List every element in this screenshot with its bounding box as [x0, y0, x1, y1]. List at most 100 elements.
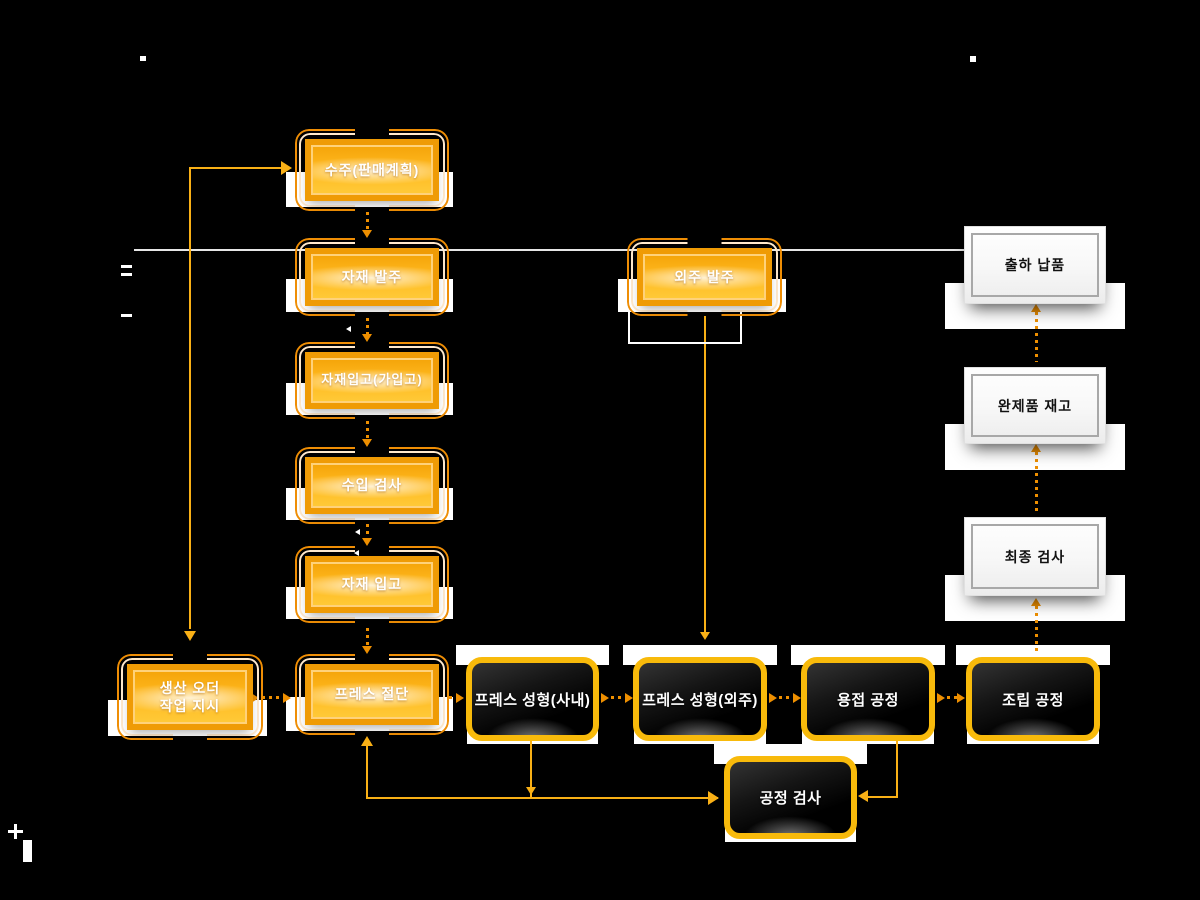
node-label: 프레스 성형(외주) — [642, 691, 758, 709]
frame-inner — [299, 242, 445, 312]
arrowhead-dotted-up2 — [1031, 444, 1041, 452]
dotted-sanae-to-oeju — [611, 696, 625, 699]
frame-inner — [631, 242, 778, 312]
arrowhead-dotted-5 — [362, 646, 372, 654]
node-wanjepum-jaego: 완제품 재고 — [945, 367, 1125, 470]
frame-outer — [295, 342, 449, 419]
tiny-marker-2 — [355, 529, 360, 535]
node-label: 외주 발주 — [674, 268, 735, 285]
connector-oeju-down — [704, 316, 706, 634]
arrowhead-dotted-h3b — [625, 693, 633, 703]
plus-icon — [8, 824, 23, 839]
node-jajae-ipgo-ga: 자재입고(가입고) — [286, 342, 453, 419]
dotted-ipgo-to-juldan — [366, 628, 369, 646]
node-label: 프레스 절단 — [334, 686, 410, 703]
frame-outer — [295, 129, 449, 211]
arrowhead-into-saengsan-order — [184, 631, 196, 641]
arrowhead-into-press-oeju — [700, 632, 710, 640]
arrowhead-dotted-h2 — [456, 693, 464, 703]
connector-feedback-vertical — [366, 746, 368, 799]
node-label: 출하 납품 — [1004, 257, 1066, 273]
dotted-suip-to-ipgo — [366, 524, 369, 540]
arrowhead-dotted-h5b — [957, 693, 965, 703]
node-jorib-gongjung: 조립 공정 — [956, 645, 1110, 744]
tiny-marker-1 — [346, 326, 351, 332]
horizontal-white-line — [134, 249, 964, 251]
frame-inner — [299, 451, 445, 520]
frame-outer — [627, 238, 782, 316]
node-chulha-nappum: 출하 납품 — [945, 226, 1125, 330]
arrowhead-junction-down — [526, 787, 536, 795]
frame-inner — [121, 658, 259, 736]
node-suju: 수주(판매계획) — [286, 129, 453, 211]
arrowhead-dotted-h4b — [793, 693, 801, 703]
node-label: 프레스 성형(사내) — [474, 691, 591, 709]
connector-order-loop-vertical — [189, 167, 191, 629]
frame-outer — [295, 238, 449, 316]
node-press-sunghyung-sanae: 프레스 성형(사내) — [456, 645, 609, 744]
node-label: 자재입고(가입고) — [321, 372, 423, 388]
arrowhead-dotted-4 — [362, 538, 372, 546]
node-label: 공정 검사 — [759, 790, 822, 807]
frame-inner — [299, 658, 445, 731]
node-saengsan-order: 생산 오더 작업 지시 — [108, 654, 267, 740]
frame-inner — [299, 550, 445, 619]
dotted-balju-to-ipgo-ga — [366, 318, 369, 336]
arrowhead-dotted-h4a — [769, 693, 777, 703]
connector-yongjub-left — [866, 796, 898, 798]
node-yongjub-gongjung: 용접 공정 — [791, 645, 945, 744]
frame-outer — [295, 447, 449, 524]
arrowhead-dotted-h3a — [601, 693, 609, 703]
arrowhead-dotted-up3 — [1031, 304, 1041, 312]
node-jajae-ipgo: 자재 입고 — [286, 546, 453, 623]
dotted-juldan-to-sanae — [449, 696, 456, 699]
white-dot-top-left — [140, 56, 146, 61]
node-press-sunghyung-oeju: 프레스 성형(외주) — [623, 645, 777, 744]
node-label: 생산 오더 작업 지시 — [159, 679, 221, 714]
dotted-suju-to-balju — [366, 212, 369, 232]
arrowhead-into-gongjung-gumsa-right — [858, 790, 868, 802]
node-label: 수입 검사 — [341, 477, 403, 494]
arrowhead-into-press-juldan — [361, 736, 373, 746]
tiny-marker-3 — [354, 550, 359, 556]
node-label: 완제품 재고 — [997, 397, 1073, 414]
connector-yongjub-down — [896, 741, 898, 798]
frame-outer — [117, 654, 263, 740]
node-label: 용접 공정 — [837, 691, 899, 709]
dotted-ipgo-ga-to-suip — [366, 421, 369, 439]
connector-order-loop-stub — [189, 167, 283, 169]
node-gongjung-gumsa: 공정 검사 — [714, 744, 867, 842]
node-label: 자재 입고 — [341, 576, 403, 593]
node-label: 자재 발주 — [341, 268, 403, 285]
connector-sanae-down — [530, 741, 532, 798]
arrowhead-dotted-up1 — [1031, 598, 1041, 606]
node-label: 조립 공정 — [1002, 691, 1064, 709]
node-label: 최종 검사 — [1004, 548, 1066, 565]
node-label: 수주(판매계획) — [324, 161, 420, 178]
white-u-frame — [628, 311, 742, 344]
dotted-oeju-to-yongjub — [779, 696, 793, 699]
arrowhead-dotted-3 — [362, 439, 372, 447]
frame-inner — [299, 133, 445, 207]
arrowhead-into-suju — [281, 161, 292, 175]
dotted-order-to-juldan — [262, 696, 281, 699]
node-oeju-balju: 외주 발주 — [618, 238, 786, 316]
frame-inner — [299, 346, 445, 415]
left-edge-dash-2 — [121, 273, 132, 276]
white-dot-top-right — [970, 56, 976, 62]
white-bar-bottom-left — [23, 840, 32, 862]
arrowhead-dotted-2 — [362, 334, 372, 342]
arrowhead-dotted-h5a — [937, 693, 945, 703]
frame-outer — [295, 546, 449, 623]
node-jajae-balju: 자재 발주 — [286, 238, 453, 316]
dotted-wanjepum-to-chulha — [1035, 312, 1038, 362]
node-choejong-gumsa: 최종 검사 — [945, 517, 1125, 621]
left-edge-dash-1 — [121, 265, 132, 268]
dotted-yongjub-to-jorib — [947, 696, 957, 699]
node-suip-gumsa: 수입 검사 — [286, 447, 453, 524]
left-edge-dash-3 — [121, 314, 132, 317]
node-press-juldan: 프레스 절단 — [286, 654, 453, 735]
arrowhead-dotted-h1a — [251, 693, 259, 703]
arrowhead-into-gongjung-gumsa-left — [708, 791, 719, 805]
